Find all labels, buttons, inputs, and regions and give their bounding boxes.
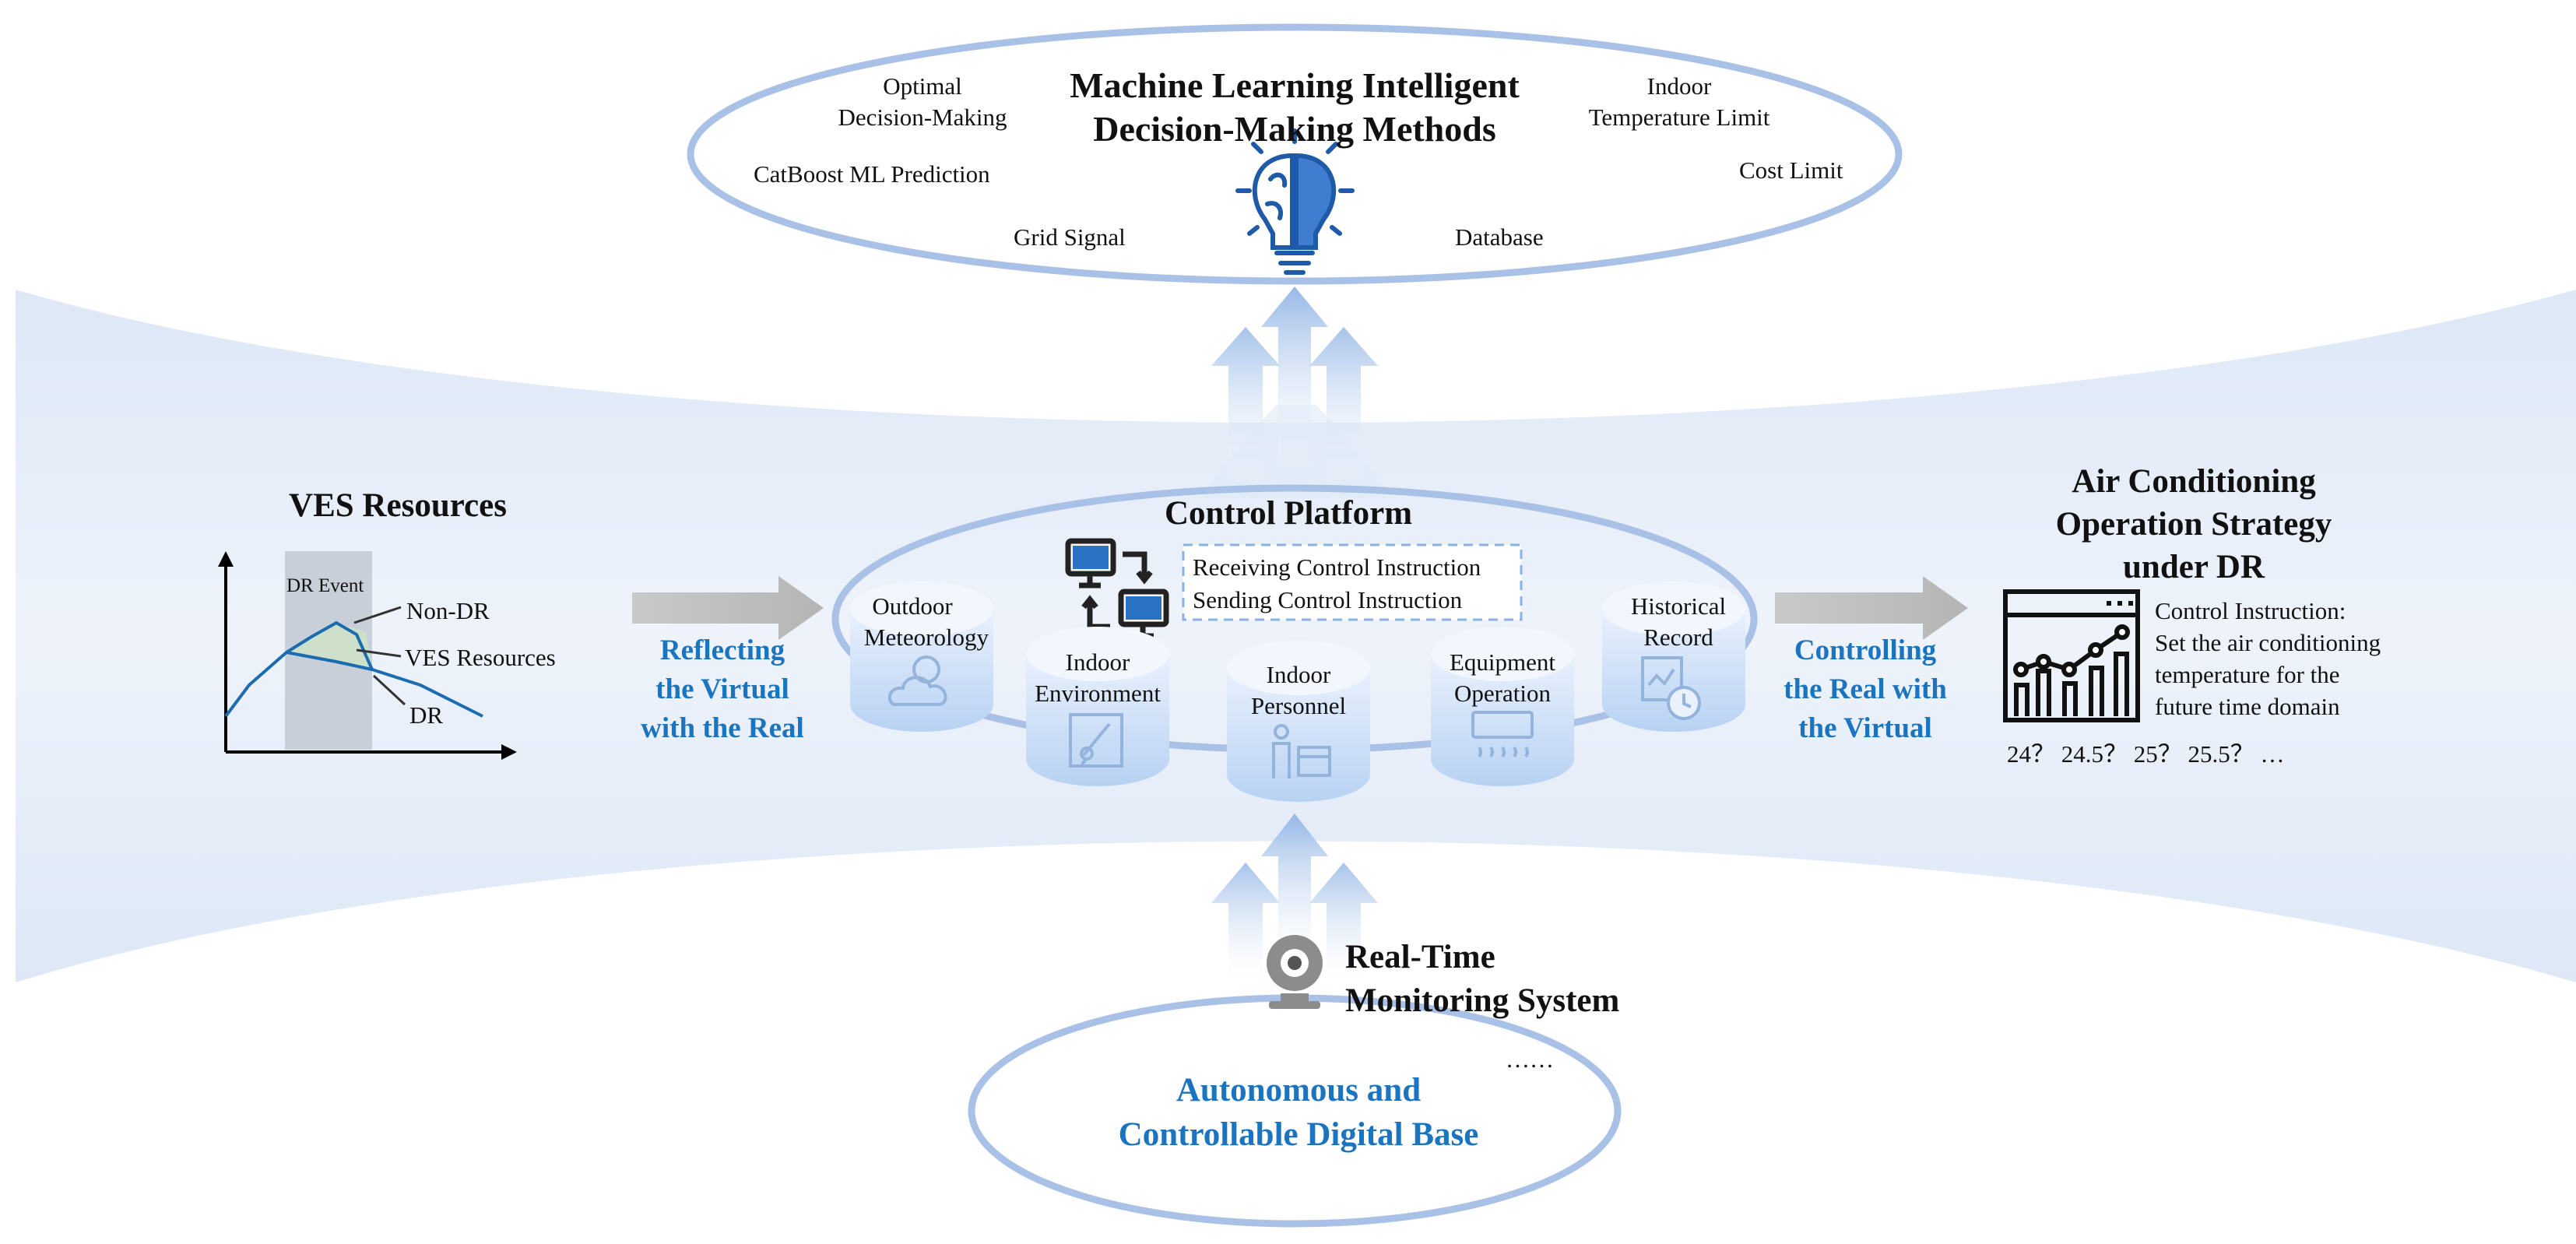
monitoring-line1: Real-Time [1345,939,1495,975]
ac-title-line3: under DR [2123,549,2265,585]
db-outdoor-line1: Outdoor [872,592,953,620]
digital-base-ellipse [968,994,1622,1228]
non-dr-label: Non-DR [406,597,490,624]
optimal-label-line1: Optimal [883,72,962,100]
receiving-label: Receiving Control Instruction [1193,553,1481,581]
dr-event-label: DR Event [286,575,364,596]
indoor-temp-label-line2: Temperature Limit [1588,104,1770,131]
reflect-line2: the Virtual [655,673,789,705]
cylinder-outdoor [850,582,993,732]
indoor-temp-label-line1: Indoor [1646,72,1712,100]
brain-bulb-icon [1235,128,1355,275]
db-historical-line2: Record [1643,624,1713,651]
controlling-line2: the Real with [1784,673,1947,705]
sync-computers-icon [1065,538,1169,639]
db-historical-line1: Historical [1630,592,1727,620]
db-equipment-line1: Equipment [1449,648,1556,676]
cylinder-personnel [1227,641,1370,802]
instruction-line4: future time domain [2155,693,2340,720]
instruction-line2: Set the air conditioning [2155,629,2381,656]
cylinder-indoor-env [1026,627,1169,786]
dr-label: DR [409,701,444,729]
bar-chart-icon [2003,589,2140,722]
background-band [16,290,2576,982]
instruction-line3: temperature for the [2155,661,2340,688]
ml-title-line1: Machine Learning Intelligent [1070,65,1520,105]
db-env-line2: Environment [1035,680,1161,707]
reflect-line1: Reflecting [659,634,785,666]
webcam-icon [1267,935,1323,1009]
leader-nondr [353,606,402,624]
sending-label: Sending Control Instruction [1193,586,1463,613]
ellipsis-label: …… [1506,1045,1554,1073]
db-equipment-line2: Operation [1454,680,1551,707]
db-env-line1: Indoor [1065,648,1130,676]
grid-signal-label: Grid Signal [1014,223,1126,251]
instruction-box [1182,543,1523,621]
cylinder-equipment [1431,627,1574,786]
controlling-line3: the Virtual [1798,712,1932,744]
base-line2: Controllable Digital Base [1118,1116,1479,1153]
ml-title-line2: Decision-Making Methods [1093,109,1496,149]
ac-title-line1: Air Conditioning [2072,463,2316,500]
instruction-line1: Control Instruction: [2155,597,2346,624]
catboost-label: CatBoost ML Prediction [754,160,990,188]
non-dr-line [224,620,374,718]
temperature-values: 24？ 24.5？ 25？ 25.5？ … [2007,740,2285,768]
db-personnel-line1: Indoor [1266,661,1331,688]
up-arrows-top [1199,286,1393,498]
thermometer-icon [1069,713,1123,768]
ves-resources-label: VES Resources [405,644,556,671]
ves-title: VES Resources [289,487,507,524]
dr-line [286,651,483,718]
cost-limit-label: Cost Limit [1739,156,1843,184]
controlling-line1: Controlling [1794,634,1937,666]
leader-ves [356,648,402,658]
reflect-arrow [632,576,824,640]
control-platform-title: Control Platform [1164,495,1413,532]
up-arrows-bottom [1211,814,1378,981]
control-arrow [1775,576,1968,640]
ves-chart [218,551,517,760]
ves-area [286,623,372,669]
database-label: Database [1455,223,1544,251]
person-calendar-icon [1272,724,1331,778]
ac-title-line2: Operation Strategy [2055,506,2332,543]
leader-dr [372,674,406,706]
optimal-label-line2: Decision-Making [838,104,1007,131]
air-conditioner-icon [1471,711,1534,758]
db-outdoor-line2: Meteorology [863,624,989,651]
base-line1: Autonomous and [1176,1072,1422,1109]
db-personnel-line2: Personnel [1250,692,1347,719]
monitoring-line2: Monitoring System [1345,982,1620,1019]
cloud-sun-icon [887,655,947,706]
reflect-line3: with the Real [641,712,804,744]
history-clock-icon [1641,656,1701,720]
